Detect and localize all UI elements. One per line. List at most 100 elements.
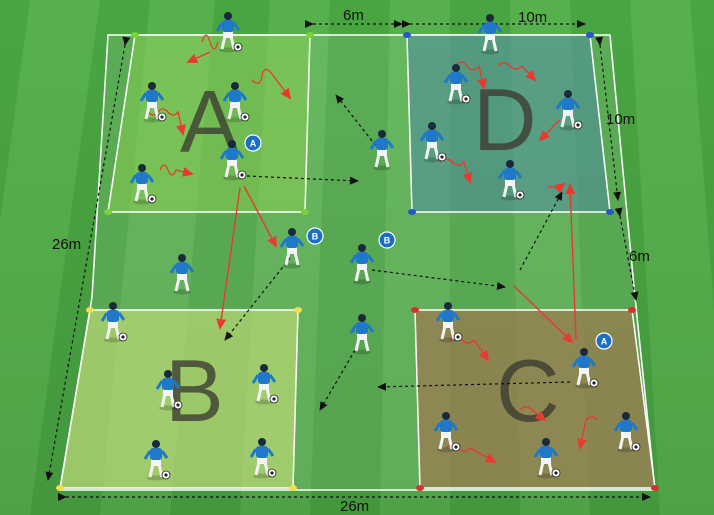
dribble-arrow <box>519 406 547 422</box>
dim-line-right-gap <box>614 207 639 301</box>
dim-label-right-gap: 6m <box>629 248 650 265</box>
football-icon <box>157 112 167 122</box>
dribble-arrow <box>188 34 219 62</box>
cone-red <box>416 485 424 491</box>
player <box>435 302 461 343</box>
badge-b-label: B <box>384 236 391 246</box>
football-icon <box>161 470 171 480</box>
dimension-lines <box>45 20 651 501</box>
cone-yellow <box>289 485 297 491</box>
football-icon <box>461 94 471 104</box>
badge-b-label: B <box>312 232 319 242</box>
football-icon <box>240 112 250 122</box>
pass-arrow <box>246 175 359 185</box>
player <box>613 412 639 453</box>
football-icon <box>173 400 183 410</box>
dribble-arrow <box>547 182 566 194</box>
dim-label-bottom-width: 26m <box>340 498 369 515</box>
player <box>571 348 597 389</box>
player <box>222 82 248 123</box>
cone-blue <box>606 209 614 215</box>
cone-green <box>131 32 139 38</box>
cone-green <box>301 209 309 215</box>
dim-line-left-height <box>45 36 131 481</box>
badge-a-c-zone: A <box>595 332 613 350</box>
player <box>100 302 126 343</box>
cone-yellow <box>294 307 302 313</box>
pass-arrow <box>519 191 563 271</box>
cone-blue <box>403 32 411 38</box>
run-arrow <box>243 185 277 248</box>
pass-arrow <box>377 381 571 391</box>
player <box>215 12 241 53</box>
dribble-arrow <box>147 108 186 136</box>
football-icon <box>515 190 525 200</box>
player <box>279 228 305 269</box>
zone-c-letter: C <box>496 341 560 440</box>
badge-a-label: A <box>250 139 257 149</box>
dim-label-top-width: 10m <box>518 9 547 26</box>
dribble-arrow <box>159 164 194 177</box>
dim-label-left-height: 26m <box>52 236 81 253</box>
player <box>139 82 165 123</box>
football-icon <box>573 120 583 130</box>
football-icon <box>147 194 157 204</box>
player <box>555 90 581 131</box>
run-arrow <box>513 285 574 344</box>
player <box>143 440 169 481</box>
football-icon <box>589 378 599 388</box>
football-icon <box>233 42 243 52</box>
player <box>155 370 181 411</box>
player <box>129 164 155 205</box>
player <box>497 160 523 201</box>
cone-yellow <box>56 485 64 491</box>
player <box>419 122 445 163</box>
football-icon <box>631 442 641 452</box>
player <box>349 244 375 285</box>
player <box>533 438 559 479</box>
football-icon <box>267 468 277 478</box>
player <box>369 130 395 171</box>
dribble-arrow <box>497 62 537 82</box>
player <box>219 140 245 181</box>
run-arrow <box>216 187 241 330</box>
football-icon <box>437 152 447 162</box>
badge-b-center-left: B <box>306 227 324 245</box>
player <box>443 64 469 105</box>
dribble-arrow <box>454 61 487 90</box>
run-arrows <box>216 183 577 344</box>
football-icon <box>453 332 463 342</box>
football-icon <box>451 442 461 452</box>
zone-c: C <box>414 309 656 489</box>
player <box>251 364 277 405</box>
badge-a-label: A <box>601 337 608 347</box>
dim-label-top-gap: 6m <box>343 7 364 24</box>
player <box>169 254 195 295</box>
cone-red <box>411 307 419 313</box>
dim-line-right-height <box>595 36 622 201</box>
cone-green <box>306 32 314 38</box>
football-icon <box>237 170 247 180</box>
players <box>100 12 641 481</box>
football-icon <box>551 468 561 478</box>
run-arrow <box>565 183 577 341</box>
dribble-arrow <box>251 68 292 100</box>
football-icon <box>269 394 279 404</box>
football-icon <box>118 332 128 342</box>
cone-blue <box>408 209 416 215</box>
player <box>477 14 503 55</box>
dribble-arrow <box>576 416 599 450</box>
dribble-arrow <box>538 119 561 142</box>
cone-red <box>651 485 659 491</box>
zone-b-letter: B <box>165 341 224 440</box>
cone-red <box>628 307 636 313</box>
cone-blue <box>586 32 594 38</box>
cone-green <box>104 209 112 215</box>
zone-d-letter: D <box>473 70 537 169</box>
pass-arrow <box>371 269 506 290</box>
player <box>433 412 459 453</box>
player <box>249 438 275 479</box>
badge-a-zone: A <box>244 134 262 152</box>
